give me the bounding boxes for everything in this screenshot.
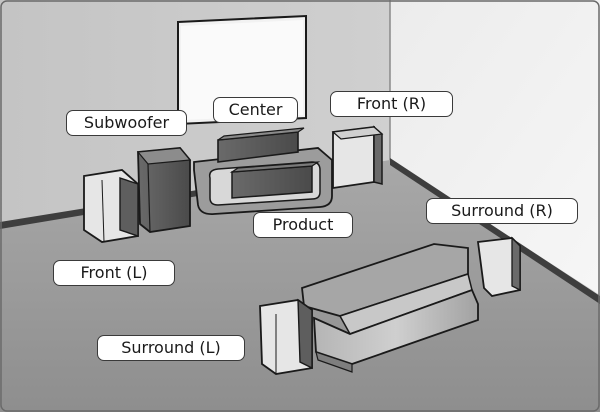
surround-right-speaker (476, 236, 521, 297)
front-right-speaker (331, 125, 384, 190)
subwoofer-unit (136, 147, 192, 233)
sofa (301, 243, 479, 373)
center-speaker (217, 127, 305, 163)
surround-left-speaker (259, 298, 313, 375)
label-front-right: Front (R) (330, 91, 453, 117)
label-surround-right: Surround (R) (426, 198, 578, 224)
tv-screen (177, 14, 307, 126)
label-center: Center (213, 97, 298, 123)
label-subwoofer: Subwoofer (66, 110, 187, 136)
front-left-speaker (83, 169, 139, 243)
label-product: Product (253, 212, 353, 238)
tv-stand (193, 147, 333, 215)
label-surround-left: Surround (L) (97, 335, 245, 361)
label-front-left: Front (L) (53, 260, 175, 286)
